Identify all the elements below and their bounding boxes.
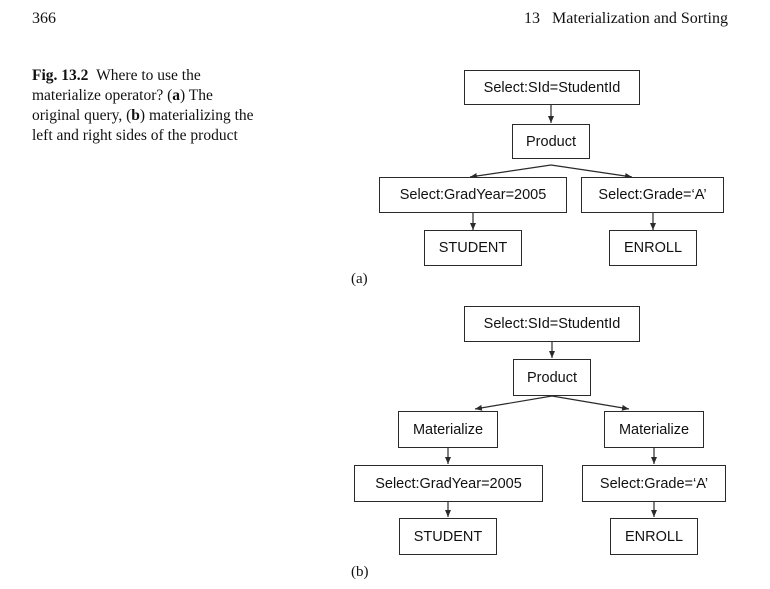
- node-b-select-gradyear: Select:GradYear=2005: [354, 465, 543, 502]
- node-a-student: STUDENT: [424, 230, 522, 266]
- node-a-product: Product: [512, 124, 590, 159]
- edge-a-product-right: [550, 164, 633, 179]
- figure-b-label: (b): [351, 564, 369, 580]
- caption-text-3: ) materializing the left and right sides…: [32, 107, 254, 144]
- edge-b-product-right: [551, 395, 630, 411]
- caption-text-2: ) The original query, (: [32, 87, 213, 124]
- caption-ref-a: a: [172, 87, 181, 104]
- edge-a-product-left: [469, 164, 552, 179]
- figure-a-label: (a): [351, 271, 368, 287]
- figure-caption: Fig. 13.2 Where to use the materialize o…: [32, 66, 262, 146]
- node-a-enroll: ENROLL: [609, 230, 697, 266]
- node-b-student: STUDENT: [399, 518, 497, 555]
- node-b-select-sid: Select:SId=StudentId: [464, 306, 640, 342]
- node-a-select-grade: Select:Grade=‘A’: [581, 177, 724, 213]
- node-b-product: Product: [513, 359, 591, 396]
- edge-b-product-left: [474, 395, 553, 411]
- caption-text-1: Where to use the materialize operator? (: [32, 67, 201, 104]
- node-a-select-gradyear: Select:GradYear=2005: [379, 177, 567, 213]
- running-head: 13 Materialization and Sorting: [524, 10, 728, 28]
- node-b-materialize-left: Materialize: [398, 411, 498, 448]
- caption-ref-b: b: [131, 107, 140, 124]
- chapter-number: 13: [524, 10, 541, 27]
- node-b-enroll: ENROLL: [610, 518, 698, 555]
- caption-label: Fig. 13.2: [32, 67, 89, 84]
- node-b-materialize-right: Materialize: [604, 411, 704, 448]
- node-a-select-sid: Select:SId=StudentId: [464, 70, 640, 105]
- page-number: 366: [32, 10, 56, 27]
- node-b-select-grade: Select:Grade=‘A’: [582, 465, 726, 502]
- chapter-title: Materialization and Sorting: [552, 10, 728, 27]
